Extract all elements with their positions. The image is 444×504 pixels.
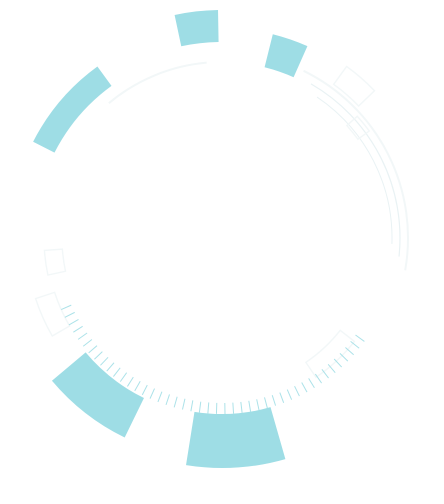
arc-segment-top-left xyxy=(33,66,112,153)
tick-ring-bottom xyxy=(61,304,365,414)
tick-mark xyxy=(321,369,329,379)
outline-arc-right-outer xyxy=(303,69,409,271)
tick-mark xyxy=(355,334,365,342)
tick-mark xyxy=(77,332,88,340)
tick-mark xyxy=(157,391,163,403)
outline-arc-right-thin xyxy=(316,96,393,244)
tick-mark xyxy=(327,363,336,374)
tick-mark xyxy=(350,340,360,349)
tick-mark xyxy=(73,325,83,333)
tick-mark xyxy=(333,358,343,368)
tick-mark xyxy=(94,351,103,360)
tick-mark xyxy=(248,400,252,412)
arc-segment-bottom-left xyxy=(51,352,144,438)
tick-mark xyxy=(308,378,315,389)
tick-mark xyxy=(286,389,293,400)
tick-mark xyxy=(141,384,148,396)
tick-mark xyxy=(149,388,155,399)
tick-mark xyxy=(68,319,79,326)
tick-mark xyxy=(190,400,194,412)
arc-segments xyxy=(33,10,308,469)
tick-mark xyxy=(165,394,170,406)
outline-sector-left xyxy=(34,291,71,337)
outline-arc-right-inner xyxy=(310,83,401,257)
decorative-outlines xyxy=(34,61,409,379)
tick-mark xyxy=(198,401,202,413)
tick-mark xyxy=(345,347,354,356)
tick-mark xyxy=(88,345,98,354)
outline-sector-top-right xyxy=(332,65,376,107)
outline-sector-bottom-right xyxy=(304,329,356,379)
tick-mark xyxy=(106,362,115,372)
tick-mark xyxy=(181,398,186,410)
arc-segment-top-right xyxy=(264,34,308,78)
outline-arc-top xyxy=(108,61,207,104)
tick-mark xyxy=(207,402,210,414)
tick-mark xyxy=(61,304,72,311)
tick-mark xyxy=(134,381,141,392)
arc-segment-top-center xyxy=(174,10,219,47)
tick-mark xyxy=(64,311,75,318)
tick-mark xyxy=(100,356,109,366)
tick-mark xyxy=(271,395,277,406)
tick-mark xyxy=(294,385,300,397)
tick-mark xyxy=(126,376,134,387)
outline-sector-left-small xyxy=(43,248,67,276)
tick-mark xyxy=(314,373,323,384)
tick-mark xyxy=(173,396,178,408)
tick-mark xyxy=(264,397,268,409)
tick-mark xyxy=(256,399,260,411)
tick-mark xyxy=(279,392,285,404)
outline-sector-top-right-small xyxy=(345,115,371,141)
tick-mark xyxy=(113,367,121,377)
tick-mark xyxy=(301,382,308,393)
tick-mark xyxy=(82,339,93,347)
tick-mark xyxy=(339,353,349,362)
tick-mark xyxy=(119,372,128,382)
arc-segment-bottom-right xyxy=(186,407,286,469)
tick-mark xyxy=(232,402,235,414)
tick-mark xyxy=(240,401,243,413)
